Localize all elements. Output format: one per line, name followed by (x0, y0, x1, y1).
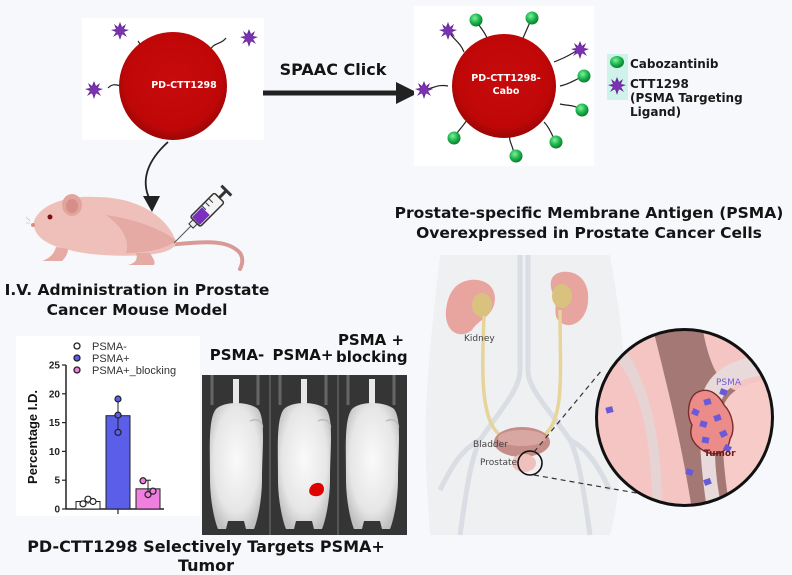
kidney-label: Kidney (464, 334, 495, 344)
legend-ctt1298-line2: (PSMA Targeting (630, 91, 743, 105)
data-point (114, 428, 122, 436)
legend-ctt1298-line1: CTT1298 (630, 77, 689, 91)
data-point (139, 477, 147, 485)
prostate-icon (512, 454, 536, 472)
nanoparticle-core (452, 34, 556, 138)
right-nanoparticle-figure (415, 11, 591, 163)
y-tick-label: 25 (49, 361, 61, 372)
cabozantinib-sphere-icon (549, 135, 563, 149)
legend-label: PSMA+_blocking (92, 365, 176, 377)
cabozantinib-sphere-icon (575, 103, 589, 117)
psma-section-title: Prostate-specific Membrane Antigen (PSMA… (384, 203, 792, 243)
right-nanoparticle-label: PD-CTT1298- Cabo (454, 72, 558, 98)
legend-cabozantinib-label: Cabozantinib (630, 57, 719, 71)
data-point (114, 395, 122, 403)
nanoparticle-core (119, 32, 227, 140)
mouse-section-title: I.V. Administration in Prostate Cancer M… (4, 280, 270, 320)
legend-ctt1298-line3: Ligand) (630, 105, 682, 119)
legend-marker (73, 354, 81, 362)
reaction-label: SPAAC Click (279, 60, 387, 79)
syringe-icon (173, 184, 233, 244)
in-vivo-imaging-photo (202, 375, 407, 535)
ctt1298-ligand-icon (415, 81, 433, 99)
reaction-arrow-icon (263, 82, 418, 104)
left-nanoparticle-label: PD-CTT1298 (151, 80, 217, 91)
ctt1298-ligand-icon (571, 41, 589, 59)
y-tick-label: 10 (49, 447, 61, 458)
y-axis-label: Percentage I.D. (25, 390, 40, 484)
bladder-label: Bladder (473, 440, 508, 450)
y-tick-label: 0 (54, 505, 60, 516)
bottom-section-title: PD-CTT1298 Selectively Targets PSMA+ Tum… (27, 537, 385, 575)
imaging-column-label-blocking: PSMA + blocking (336, 331, 408, 366)
imaging-column-label-psma-pos-line1: PSMA+ (272, 346, 334, 364)
psma-label: PSMA (716, 378, 742, 388)
right-nanoparticle-label-line1: PD-CTT1298- (471, 73, 541, 84)
urinary-system-illustration (425, 255, 640, 536)
imaging-column-label-psma-pos: PSMA+ (270, 347, 336, 364)
magnified-prostate-view (595, 328, 774, 507)
kidney-left-icon (445, 279, 495, 335)
imaging-column-label-blocking-line1: PSMA + (337, 331, 405, 349)
legend-marker (73, 366, 81, 374)
legend-marker (73, 342, 81, 350)
y-tick-label: 20 (49, 389, 61, 400)
imaging-column-label-blocking-line2: blocking (336, 348, 408, 366)
cabozantinib-sphere-icon (525, 11, 539, 25)
tumor-label: Tumor (704, 449, 736, 459)
legend-label: PSMA+ (92, 353, 130, 365)
data-point (89, 497, 97, 506)
prostate-zoom-circle (517, 450, 543, 476)
imaging-column-label-psma-neg-line1: PSMA- (209, 346, 265, 364)
data-point (149, 487, 157, 495)
data-point (144, 491, 152, 499)
ctt1298-legend-icon (608, 77, 626, 95)
ctt1298-ligand-icon (439, 22, 457, 40)
tumor-fluorescence-signal (309, 482, 324, 497)
psma-section-title-line1: Prostate-specific Membrane Antigen (PSMA… (394, 204, 784, 222)
mouse-section-title-line1: I.V. Administration in Prostate (4, 281, 270, 299)
curved-arrow-icon (143, 141, 169, 212)
ctt1298-ligand-icon (111, 22, 129, 40)
mouse-illustration (26, 194, 245, 271)
y-tick-label: 15 (49, 418, 61, 429)
kidney-right-icon (550, 271, 589, 326)
legend-label: PSMA- (92, 341, 127, 353)
mouse-section-title-line2: Cancer Mouse Model (46, 301, 228, 319)
cabozantinib-sphere-icon (447, 131, 461, 145)
imaging-column-label-psma-neg: PSMA- (204, 347, 270, 364)
prostate-label: Prostate (480, 458, 518, 468)
psma-marker-icons (605, 388, 732, 486)
data-point (114, 411, 122, 419)
cabozantinib-sphere-icon (577, 69, 591, 83)
cabozantinib-sphere-icon (509, 149, 523, 163)
psma-section-title-line2: Overexpressed in Prostate Cancer Cells (416, 224, 762, 242)
legend-ctt1298-label: CTT1298 (PSMA Targeting Ligand) (630, 77, 743, 119)
cabozantinib-legend-icon (610, 56, 624, 68)
y-tick-label: 5 (54, 476, 60, 487)
x-tick-label: tumor (105, 515, 132, 516)
data-point (79, 500, 87, 508)
cabozantinib-sphere-icon (469, 13, 483, 27)
ctt1298-ligand-icon (85, 81, 103, 99)
left-nanoparticle-figure (85, 22, 258, 140)
right-nanoparticle-label-line2: Cabo (492, 86, 520, 97)
ctt1298-ligand-icon (240, 29, 258, 47)
